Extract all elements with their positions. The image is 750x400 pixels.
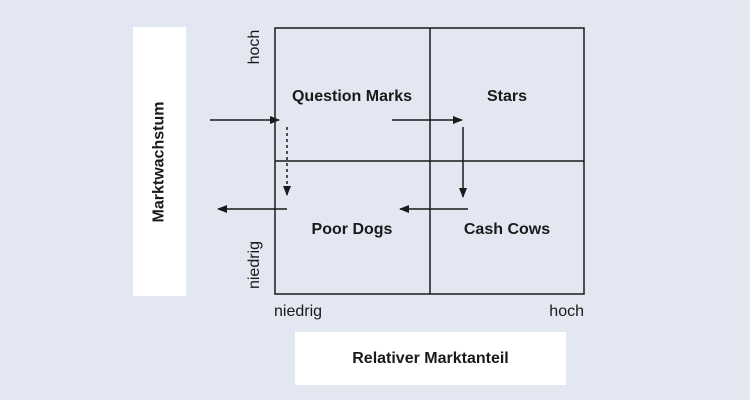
quadrant-stars: Stars <box>487 88 527 105</box>
y-axis-title-box: Marktwachstum <box>133 27 186 296</box>
quadrant-question-marks: Question Marks <box>292 88 412 105</box>
x-axis-low-label: niedrig <box>274 303 322 320</box>
y-axis-low-label: niedrig <box>246 241 263 289</box>
x-axis-title: Relativer Marktanteil <box>352 349 509 367</box>
quadrant-cash-cows: Cash Cows <box>464 221 550 238</box>
x-axis-high-label: hoch <box>549 303 584 320</box>
quadrant-poor-dogs: Poor Dogs <box>312 221 393 238</box>
y-axis-high-label: hoch <box>246 30 263 65</box>
x-axis-title-box: Relativer Marktanteil <box>295 332 566 385</box>
